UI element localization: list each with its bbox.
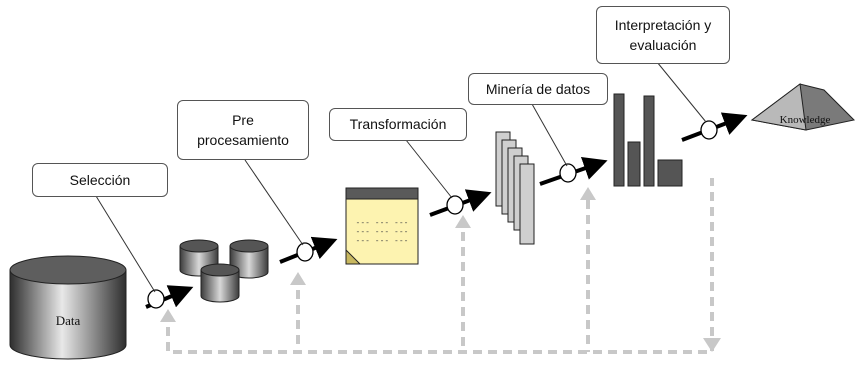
pattern-bar-4 (657, 159, 683, 187)
note-line-1: --- --- --- (356, 218, 409, 227)
callout-mineria: Minería de datos (468, 73, 608, 105)
callout-interpretacion: Interpretación y evaluación (596, 6, 730, 64)
mineria-label: Minería de datos (485, 80, 591, 97)
pattern-bars (613, 93, 683, 187)
feedback-arrowhead-down (703, 338, 721, 352)
pattern-bar-1 (613, 93, 625, 187)
data-cylinder: Data (9, 255, 127, 360)
callout-seleccion: Selección (32, 163, 168, 197)
preprocesamiento-label-1: Pre (232, 111, 254, 128)
feedback-loop (166, 178, 714, 354)
pattern-bar-2 (627, 141, 641, 187)
preprocesamiento-label-2: procesamiento (197, 132, 289, 148)
stacked-pages (495, 131, 535, 245)
note-document: --- --- --- --- --- --- --- --- --- (345, 187, 419, 265)
feedback-arrowhead-preprocess (290, 272, 306, 285)
pattern-bar-3 (643, 95, 655, 187)
feedback-arrowhead-mining (580, 187, 596, 200)
callout-transformacion: Transformación (329, 108, 467, 141)
database-group (179, 239, 269, 303)
small-db-3 (200, 263, 240, 303)
seleccion-label: Selección (69, 171, 131, 188)
feedback-arrowheads (160, 187, 721, 352)
interpretacion-label-2: evaluación (629, 37, 697, 53)
callout-leaders (95, 61, 707, 293)
note-line-3: --- --- --- (356, 236, 409, 245)
data-label: Data (56, 313, 81, 328)
callout-rings (147, 120, 718, 309)
feedback-arrowhead-selection (160, 309, 176, 322)
note-line-2: --- --- --- (356, 227, 409, 236)
interpretacion-label-1: Interpretación y (614, 16, 712, 33)
callout-preprocesamiento: Pre procesamiento (177, 100, 309, 160)
knowledge-pyramid: Knowledge (750, 83, 856, 131)
feedback-arrowhead-transform (455, 215, 471, 228)
knowledge-label: Knowledge (780, 114, 831, 126)
transformacion-label: Transformación (349, 116, 447, 133)
